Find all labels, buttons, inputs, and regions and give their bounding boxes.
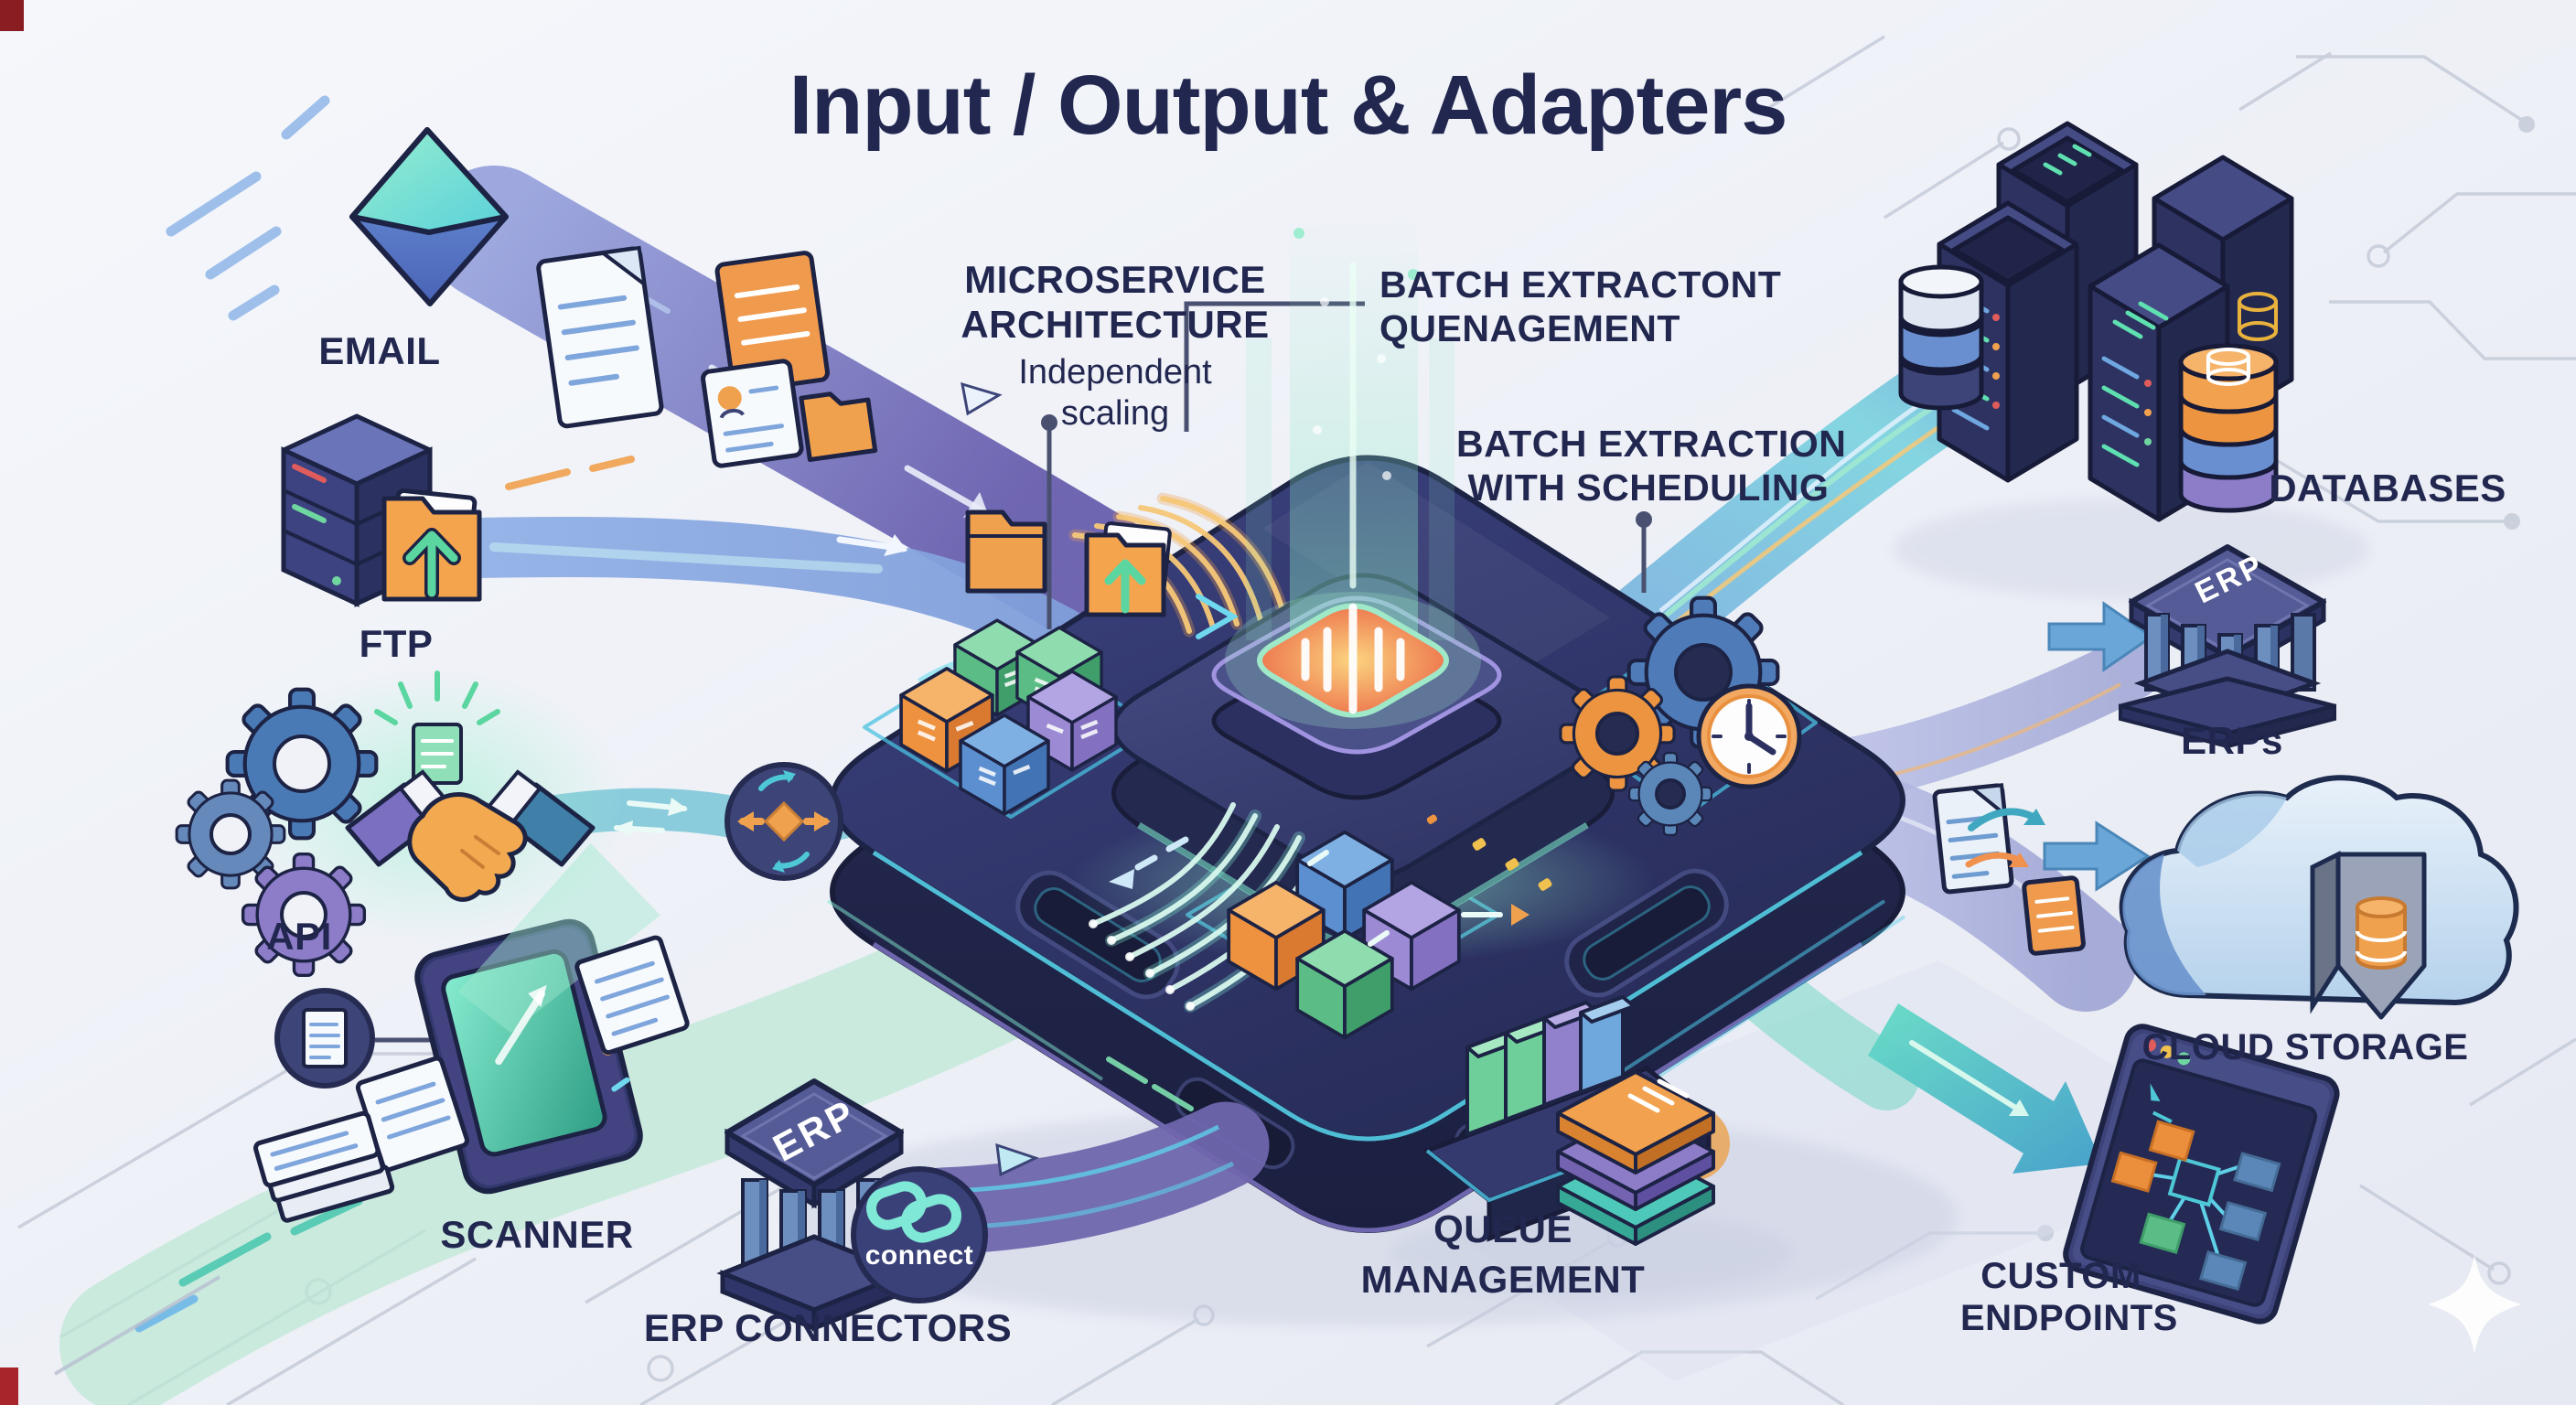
label-erps: ERPs: [2181, 719, 2283, 762]
shield-db-icon: [2310, 850, 2427, 1020]
erp-temple-icon: [2119, 544, 2336, 749]
browser-node-graph-icon: [2063, 1024, 2340, 1325]
document-icon: [574, 935, 690, 1056]
flow-ftp-ribbon: [409, 516, 1165, 714]
link-icon: [865, 1181, 962, 1243]
queue-tiles: [1465, 995, 1636, 1136]
document-sparkle-icon: [374, 670, 500, 785]
label-scanner: SCANNER: [440, 1213, 634, 1256]
label-erp-connectors: ERP CONNECTORS: [643, 1306, 1013, 1349]
front-dashes: [1106, 1056, 1194, 1111]
erps-group: [2047, 544, 2336, 749]
document-icon: [536, 245, 664, 429]
label-ftp: FTP: [359, 622, 434, 665]
db-cylinder-orange-icon: [2178, 343, 2279, 513]
cube-purple-icon: [1362, 880, 1461, 992]
dashed-arrow: [1109, 836, 1189, 889]
api-group: [177, 668, 843, 975]
glow-beam: [1246, 215, 1454, 672]
corner-mark-bottom-left: [0, 1367, 18, 1405]
label-queue-management: QUEUE MANAGEMENT: [1360, 1207, 1646, 1302]
clock-icon: [1696, 683, 1802, 789]
folder-icon: [965, 509, 1047, 594]
label-batch-scheduling: BATCH EXTRACTION WITH SCHEDULING: [1456, 423, 1847, 509]
email-group: [166, 95, 1003, 468]
sparkle-icon: [2428, 1255, 2521, 1354]
cube-orange-icon: [899, 667, 994, 774]
contact-dots: [1426, 814, 1552, 891]
label-connect-badge: connect: [864, 1240, 974, 1271]
scanner-group: [253, 842, 690, 1223]
paper-plane-icon: [961, 381, 1003, 416]
label-microservice: MICROSERVICE ARCHITECTURE Independent sc…: [961, 258, 1270, 433]
document-orange-icon: [714, 251, 830, 394]
cloud-storage-group: [1932, 775, 2519, 1020]
page-title: Input / Output & Adapters: [789, 59, 1788, 152]
label-cloud-storage: CLOUD STORAGE: [2141, 1027, 2469, 1067]
cube-arrows: [1307, 850, 1530, 947]
envelope-icon: [349, 127, 509, 306]
queue-group: [1390, 995, 1793, 1295]
document-badge-icon: [274, 988, 375, 1089]
cube-blue-icon: [1295, 830, 1394, 941]
corner-mark-top-left: [0, 0, 24, 31]
queue-stack: [1556, 1070, 1715, 1246]
label-databases: DATABASES: [2269, 467, 2506, 509]
connect-badge: [851, 1166, 988, 1303]
document-icon: [1932, 783, 2014, 895]
module-cubes-bottom: [1227, 830, 1461, 1040]
paper-stack-icon: [253, 1110, 395, 1223]
label-email: EMAIL: [318, 329, 441, 372]
custom-endpoints-group: [1868, 1003, 2340, 1325]
label-batch-note: BATCH EXTRACTONT QUENAGEMENT: [1379, 263, 1782, 349]
erp-connectors-group: [716, 1078, 988, 1332]
server-stack-icon: [281, 413, 433, 607]
up-arrow-icon: [402, 528, 461, 600]
cube-purple-icon: [1026, 670, 1118, 772]
speed-lines: [166, 95, 330, 321]
arrow-right-icon: [2043, 820, 2151, 892]
ftp-group: [281, 413, 1172, 617]
db-cylinder-stack-icon: [1898, 264, 1984, 411]
arrow-right-icon: [2047, 601, 2154, 672]
scheduling-cluster: [1561, 598, 1799, 835]
chip-core: [1225, 592, 1481, 729]
folder-small-icon: [799, 391, 878, 463]
cloud-database-icon: [2119, 775, 2519, 1020]
module-cubes-left: [899, 618, 1118, 816]
handshake-icon: [345, 769, 596, 902]
databases-group: [1894, 121, 2369, 599]
label-custom-endpoints: CUSTOM ENDPOINTS: [1960, 1256, 2178, 1339]
folder-upload-icon: [381, 488, 482, 602]
router-node-icon: [724, 762, 843, 881]
cube-blue-icon: [959, 713, 1050, 816]
document-orange-icon: [2022, 875, 2086, 956]
folder-upload-icon: [1084, 521, 1172, 617]
label-api: API: [266, 915, 332, 958]
document-profile-icon: [701, 359, 804, 468]
cube-green-icon: [1295, 928, 1394, 1040]
chip: [826, 215, 1906, 1233]
paper-plane-icon: [995, 1142, 1040, 1177]
chevron-icon: [1196, 594, 1239, 639]
